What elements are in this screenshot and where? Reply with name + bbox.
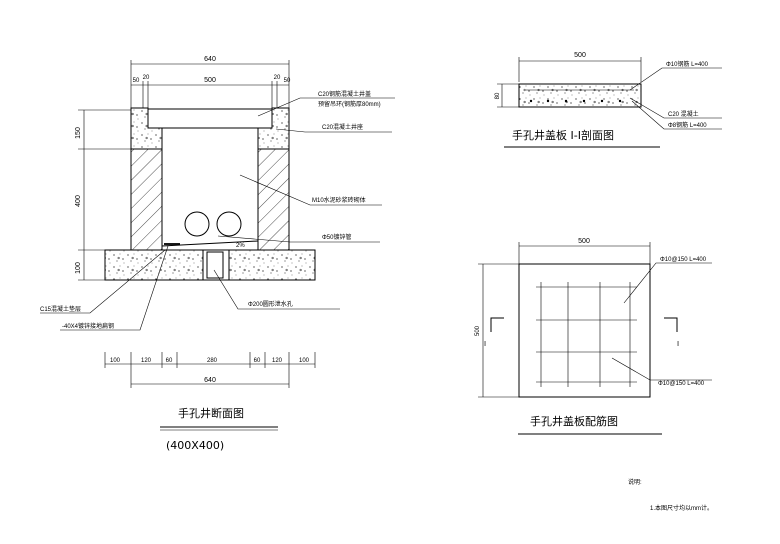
dim-top-left-a: 50 [133,78,140,84]
dim-left-upper: 150 [75,127,82,139]
label-grounding: -40X4镀锌接地扁钢 [62,322,114,330]
bottom-rebar-dots [529,99,622,103]
cover-section-title: 手孔井盖板 Ⅰ-Ⅰ剖面图 [512,128,614,142]
cover-plan-title: 手孔井盖板配筋图 [530,414,618,428]
section-title: 手孔井断面图 [178,406,244,420]
dim-bottom-6: 120 [272,358,283,364]
label-wall: M10水泥砂浆砖砌体 [312,196,366,204]
dim-bottom-5: 60 [254,358,261,364]
label-cover-line1: C20钢筋混凝土井盖 [318,90,371,98]
dim-bottom-3: 60 [166,358,173,364]
cover-section-slab [518,83,642,108]
dim-top-right-b: 20 [274,75,281,81]
dim-top-left-b: 20 [143,75,150,81]
dim-top-total: 640 [204,56,216,63]
top-dimensions: 640 50 20 500 20 50 [130,56,291,108]
well-section-view: 640 50 20 500 20 50 150 400 100 [40,56,395,452]
wall-left [130,148,163,251]
slope-label: 2% [236,243,245,249]
notes-item-1: 1.本图尺寸均以mm计。 [650,504,713,512]
section-subtitle: (400X400) [166,439,224,452]
label-cover-line2: 预留吊环(钢筋厚80mm) [318,100,381,108]
bottom-dimensions: 100 120 60 280 60 120 100 640 [104,352,316,388]
cover-plan-outline [518,263,651,398]
cover-plan-height: 500 [475,325,481,336]
cover-section-width: 500 [574,52,586,59]
dim-bottom-total: 640 [204,377,216,384]
label-frame: C20混凝土井座 [322,123,363,131]
cover-plan-view: 500 500 Φ10@150 L=400 Φ10@150 L=400 Ⅰ Ⅰ … [475,238,712,435]
dim-top-middle: 500 [204,77,216,84]
cushion-left [104,249,204,281]
cushion-right [228,249,316,281]
label-concrete: C20 混凝土 [668,110,699,118]
dim-bottom-1: 100 [110,358,121,364]
notes: 说明: 1.本图尺寸均以mm计。 [628,478,713,512]
cover-slab [147,108,273,129]
pipe-left [184,211,210,237]
rebar-grid [536,282,637,387]
label-cushion: C15混凝土垫层 [40,305,81,313]
drain-hole [206,251,224,279]
dim-bottom-4: 280 [207,358,218,364]
section-mark-left: Ⅰ [484,341,486,348]
cover-section-height: 80 [495,92,501,99]
dim-left-middle: 400 [75,195,82,207]
label-drain: Φ200圆形泄水孔 [248,300,293,308]
frame-left [130,107,163,150]
label-top-bar: Φ10钢筋 L=400 [666,60,709,68]
label-rebar-bottom: Φ10@150 L=400 [658,381,705,387]
dim-top-right-a: 50 [284,78,291,84]
pipe-right [216,211,242,237]
label-rebar-top: Φ10@150 L=400 [660,257,707,263]
cover-plan-width: 500 [578,238,590,245]
label-pipe: Φ50镀锌管 [322,233,351,241]
section-leaders [40,97,395,331]
floor-slope [161,240,259,247]
dim-bottom-2: 120 [141,358,152,364]
cover-section-view: 500 80 Φ10钢筋 L=400 C20 混凝土 Φ8钢筋 L=400 手孔… [495,52,722,148]
wall-right [257,148,290,251]
label-bottom-bar: Φ8钢筋 L=400 [668,121,707,129]
dim-bottom-7: 100 [299,358,310,364]
dim-left-lower: 100 [75,262,82,274]
left-dimensions: 150 400 100 [75,109,131,281]
notes-heading: 说明: [628,478,642,486]
section-mark-right: Ⅰ [677,341,679,348]
